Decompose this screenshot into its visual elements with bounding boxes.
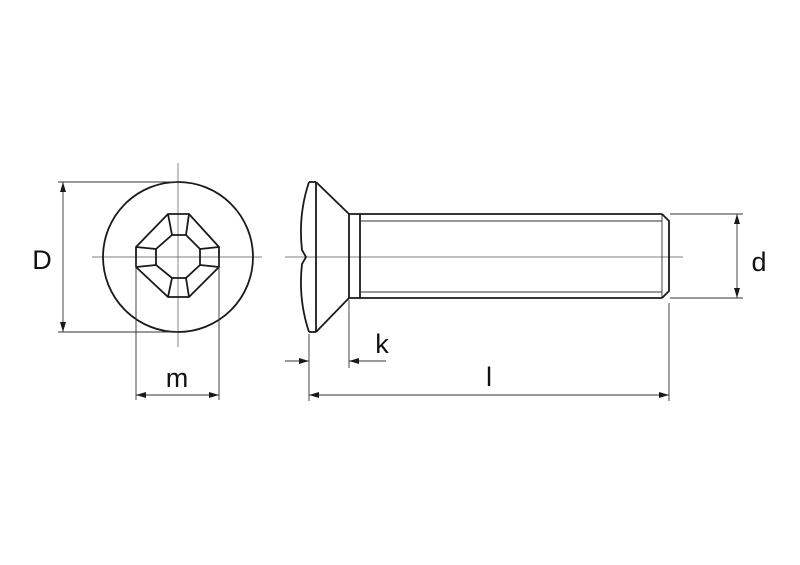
side-view — [285, 181, 743, 401]
countersink-cone-bottom — [315, 297, 350, 333]
cross-recess — [135, 213, 220, 298]
dimension-k — [285, 300, 386, 368]
countersink-cone-top — [315, 181, 350, 215]
dimension-l — [308, 303, 670, 401]
label-D: D — [32, 245, 52, 275]
dimension-m — [135, 257, 220, 400]
label-m: m — [166, 363, 189, 393]
dimension-D — [58, 181, 178, 333]
label-k: k — [375, 329, 389, 359]
shank — [348, 213, 670, 299]
label-l: l — [486, 362, 492, 392]
top-view — [58, 163, 262, 400]
dimension-d — [670, 213, 743, 299]
label-d: d — [751, 247, 766, 277]
head-crown — [300, 181, 310, 333]
